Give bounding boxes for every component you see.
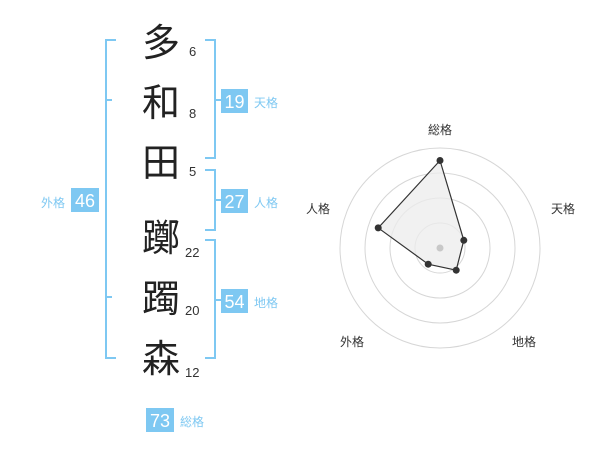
tenkaku-badge: 19 天格 [221, 89, 278, 113]
name-char-1: 多 6 [142, 21, 196, 65]
soukaku-box [146, 408, 174, 432]
soukaku-label: 総格 [180, 414, 204, 429]
radar-rings [339, 147, 541, 349]
radar-axis-label-chikaku: 地格 [512, 334, 536, 349]
radar-center-dot [436, 244, 444, 252]
chikaku-bracket [205, 239, 221, 359]
radar-point-4 [424, 260, 432, 268]
radar-chart: 総格 天格 地格 外格 人格 [306, 122, 575, 349]
name-char-3: 田 5 [142, 141, 196, 185]
radar-point-2 [460, 236, 468, 244]
gaikaku-bracket [105, 39, 116, 359]
name-char-5: 躅 20 [142, 277, 199, 321]
name-char-6-glyph: 森 [142, 337, 180, 381]
name-char-4: 躑 22 [142, 216, 199, 260]
radar-point-5 [374, 224, 382, 232]
tenkaku-box [221, 89, 248, 113]
name-char-2-strokes: 8 [189, 106, 196, 121]
radar-axis-label-jinkaku: 人格 [306, 201, 330, 216]
jinkaku-bracket [205, 169, 221, 231]
tenkaku-label: 天格 [254, 95, 278, 110]
name-char-4-strokes: 22 [185, 245, 199, 260]
chikaku-value: 54 [224, 292, 244, 312]
radar-series-polygon [377, 159, 465, 271]
gaikaku-badge: 外格 46 [41, 188, 99, 212]
name-char-2-glyph: 和 [142, 81, 180, 125]
jinkaku-box [221, 189, 248, 213]
jinkaku-value: 27 [224, 192, 244, 212]
chikaku-box [221, 289, 248, 313]
name-char-2: 和 8 [142, 81, 196, 125]
radar-point-3 [452, 266, 460, 274]
radar-point-1 [436, 157, 444, 164]
jinkaku-label: 人格 [254, 195, 278, 210]
name-char-5-glyph: 躅 [142, 277, 180, 321]
radar-axis-label-tenkaku: 天格 [551, 201, 575, 216]
chikaku-label: 地格 [254, 295, 278, 310]
name-char-1-strokes: 6 [189, 44, 196, 59]
soukaku-badge: 73 総格 [146, 408, 204, 432]
chikaku-badge: 54 地格 [221, 289, 278, 313]
jinkaku-badge: 27 人格 [221, 189, 278, 213]
name-char-6: 森 12 [142, 337, 199, 381]
radar-points [374, 157, 468, 274]
name-char-3-glyph: 田 [142, 141, 180, 185]
name-characters: 多 6 和 8 田 5 躑 22 躅 20 森 12 [142, 21, 199, 381]
name-char-1-glyph: 多 [142, 21, 180, 65]
name-char-3-strokes: 5 [189, 164, 196, 179]
gaikaku-value: 46 [75, 191, 95, 211]
gaikaku-box [71, 188, 99, 212]
radar-axis-labels: 総格 天格 地格 外格 人格 [306, 122, 575, 349]
radar-ring-4 [339, 147, 541, 349]
gaikaku-label: 外格 [41, 195, 65, 210]
name-char-4-glyph: 躑 [142, 216, 180, 260]
name-char-6-strokes: 12 [185, 365, 199, 380]
soukaku-value: 73 [150, 411, 170, 431]
radar-axis-label-soukaku: 総格 [428, 122, 452, 137]
tenkaku-value: 19 [224, 92, 244, 112]
tenkaku-bracket [205, 39, 221, 159]
name-char-5-strokes: 20 [185, 303, 199, 318]
radar-axis-label-gaikaku: 外格 [340, 334, 364, 349]
